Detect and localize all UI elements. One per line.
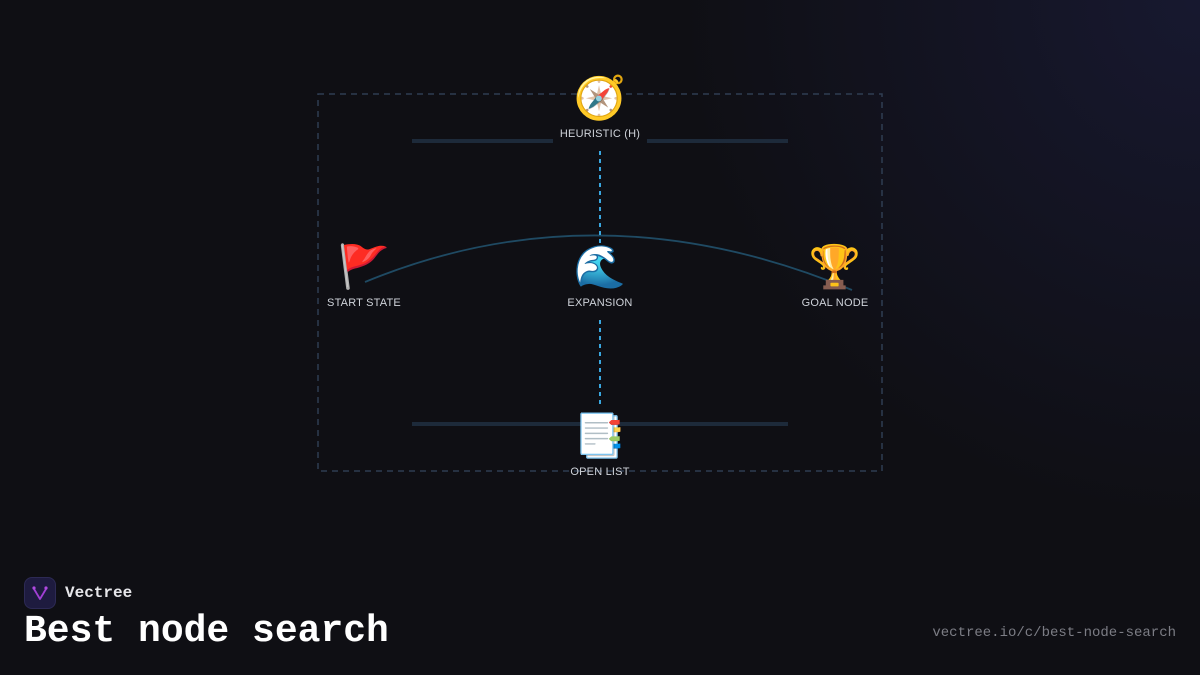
node-open-list[interactable]: 📑 OPEN LIST [540,412,660,478]
node-heuristic[interactable]: 🧭 HEURISTIC (H) [540,74,660,140]
node-label: EXPANSION [567,297,633,309]
wave-icon: 🌊 [573,243,627,290]
red-flag-icon: 🚩 [337,243,391,290]
compass-icon: 🧭 [573,74,627,121]
node-label: START STATE [327,297,401,309]
node-label: HEURISTIC (H) [559,128,641,140]
node-expansion[interactable]: 🌊 EXPANSION [540,243,660,309]
node-label: OPEN LIST [570,466,630,478]
node-start-state[interactable]: 🚩 START STATE [304,243,424,309]
page-url[interactable]: vectree.io/c/best-node-search [932,625,1176,641]
trophy-icon: 🏆 [808,243,862,290]
vectree-logo-icon [24,577,56,609]
page-title: Best node search [24,610,389,653]
start-to-goal-arc [364,234,853,291]
bookmark-tabs-icon: 📑 [573,412,627,459]
diagram-frame [317,93,883,472]
node-label: GOAL NODE [801,297,869,309]
node-goal[interactable]: 🏆 GOAL NODE [775,243,895,309]
brand: Vectree [24,577,132,609]
brand-name: Vectree [65,584,133,602]
